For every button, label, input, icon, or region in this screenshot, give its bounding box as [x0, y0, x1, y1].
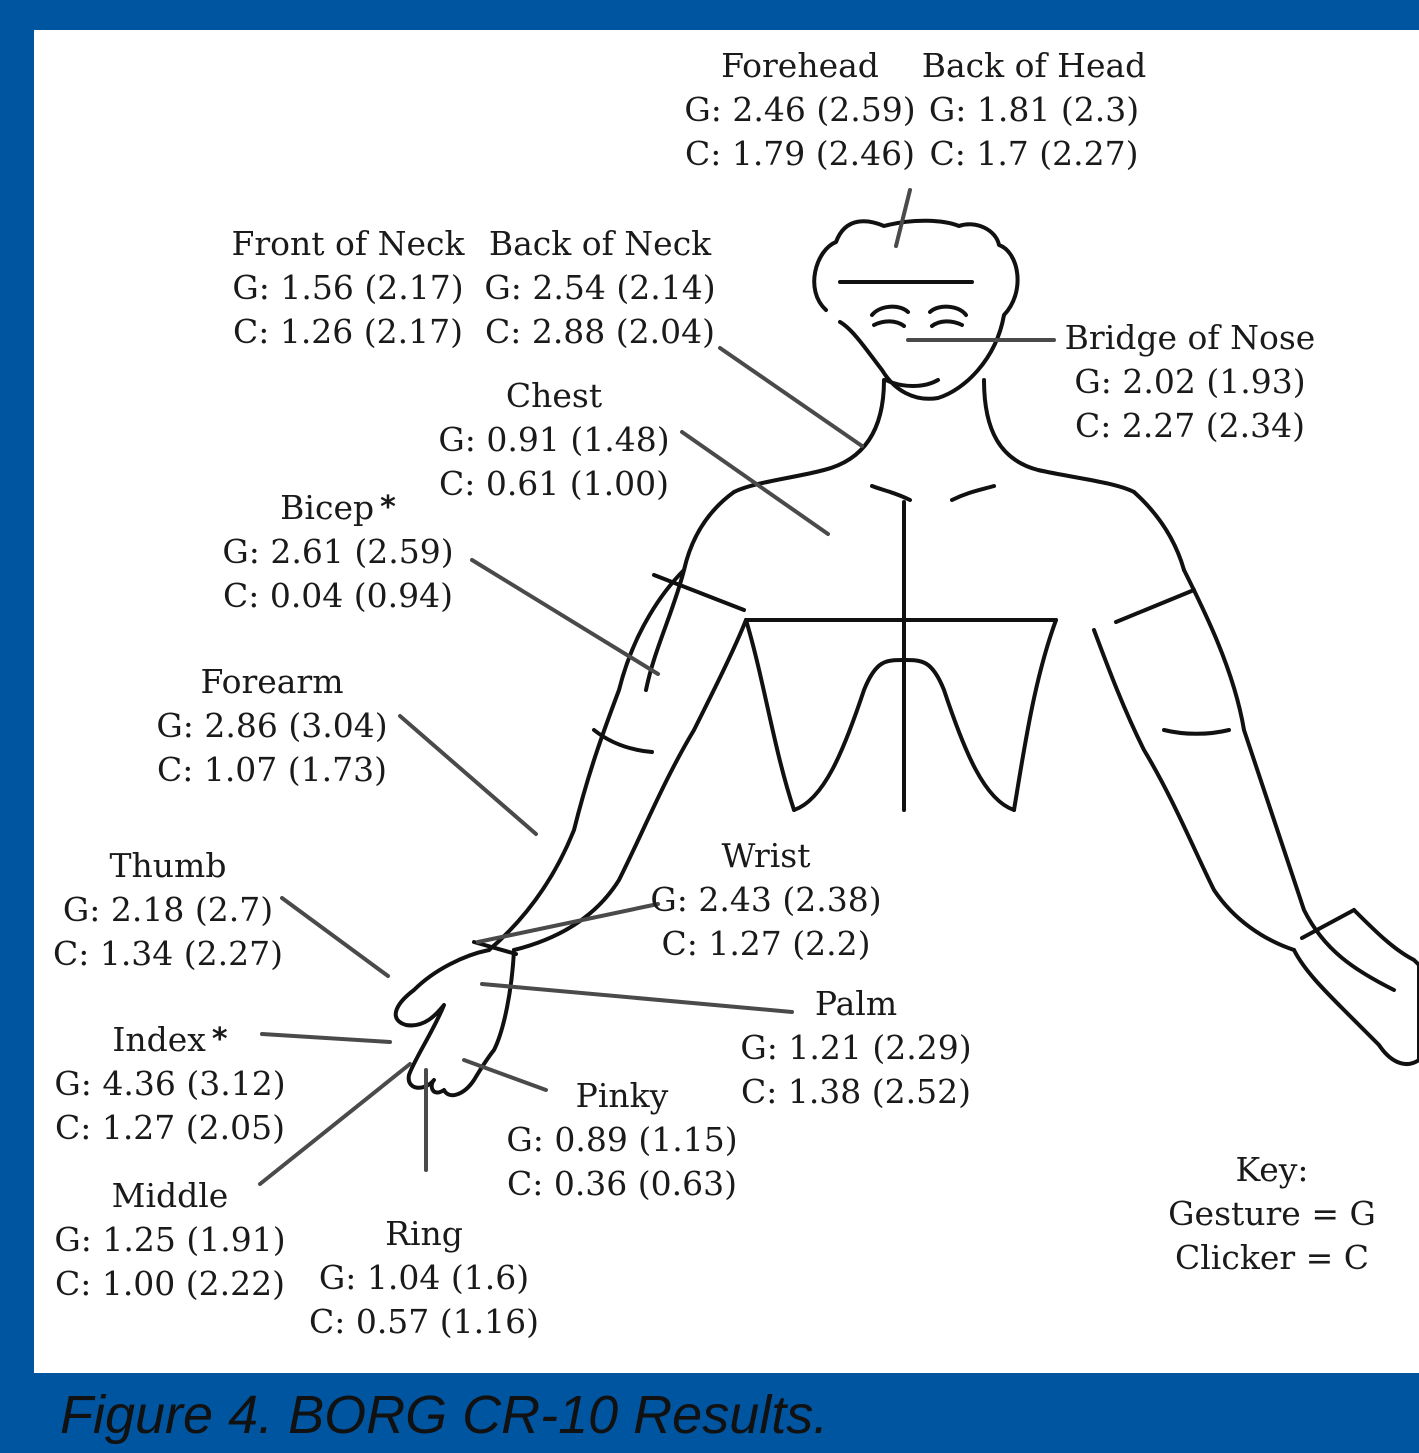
collarbone-right	[952, 486, 994, 500]
index-clicker-value: C: 1.27 (2.05)	[54, 1106, 285, 1150]
ring-name: Ring	[309, 1212, 539, 1256]
bridge-of-nose-clicker-value: C: 2.27 (2.34)	[1065, 404, 1316, 448]
back-of-neck-leader	[720, 348, 862, 446]
bicep-name: Bicep	[280, 488, 374, 527]
label-palm: Palm G: 1.21 (2.29) C: 1.38 (2.52)	[740, 982, 971, 1114]
label-ring: Ring G: 1.04 (1.6) C: 0.57 (1.16)	[309, 1212, 539, 1344]
thumb-clicker-value: C: 1.34 (2.27)	[53, 932, 283, 976]
chest-name: Chest	[438, 374, 669, 418]
bridge-of-nose-name: Bridge of Nose	[1065, 316, 1316, 360]
ring-gesture-value: G: 1.04 (1.6)	[309, 1256, 539, 1300]
thumb-gesture-value: G: 2.18 (2.7)	[53, 888, 283, 932]
label-wrist: Wrist G: 2.43 (2.38) C: 1.27 (2.2)	[650, 834, 881, 966]
right-upper-arm-line	[1116, 590, 1194, 622]
middle-clicker-value: C: 1.00 (2.22)	[54, 1262, 285, 1306]
index-name: Index	[112, 1020, 206, 1059]
left-brow	[872, 307, 908, 315]
label-forehead: Forehead G: 2.46 (2.59) C: 1.79 (2.46)	[684, 44, 915, 176]
wrist-gesture-value: G: 2.43 (2.38)	[650, 878, 881, 922]
label-thumb: Thumb G: 2.18 (2.7) C: 1.34 (2.27)	[53, 844, 283, 976]
label-front-of-neck: Front of Neck G: 1.56 (2.17) C: 1.26 (2.…	[232, 222, 465, 354]
middle-gesture-value: G: 1.25 (1.91)	[54, 1218, 285, 1262]
figure-caption: Figure 4. BORG CR-10 Results.	[60, 1384, 828, 1446]
back-of-neck-gesture-value: G: 2.54 (2.14)	[484, 266, 715, 310]
label-chest: Chest G: 0.91 (1.48) C: 0.61 (1.00)	[438, 374, 669, 506]
torso-right	[1134, 492, 1184, 570]
right-eye	[932, 321, 962, 326]
wrist-leader	[478, 904, 658, 942]
bridge-of-nose-gesture-value: G: 2.02 (1.93)	[1065, 360, 1316, 404]
bicep-leader	[472, 560, 658, 674]
chest-gesture-value: G: 0.91 (1.48)	[438, 418, 669, 462]
wrist-clicker-value: C: 1.27 (2.2)	[650, 922, 881, 966]
torso-right-side	[1014, 620, 1056, 810]
back-of-head-gesture-value: G: 1.81 (2.3)	[922, 88, 1147, 132]
label-bicep: Bicep* G: 2.61 (2.59) C: 0.04 (0.94)	[222, 486, 453, 618]
palm-name: Palm	[740, 982, 971, 1026]
thumb-leader	[282, 898, 388, 976]
key-clicker: Clicker = C	[1168, 1236, 1376, 1280]
forearm-name: Forearm	[156, 660, 387, 704]
forearm-gesture-value: G: 2.86 (3.04)	[156, 704, 387, 748]
label-forearm: Forearm G: 2.86 (3.04) C: 1.07 (1.73)	[156, 660, 387, 792]
forehead-name: Forehead	[684, 44, 915, 88]
left-upper-arm-line	[654, 575, 744, 610]
chest-leader	[682, 432, 828, 534]
palm-clicker-value: C: 1.38 (2.52)	[740, 1070, 971, 1114]
right-brow	[930, 307, 966, 315]
bicep-significance-marker: *	[380, 490, 396, 525]
key-title: Key:	[1168, 1148, 1376, 1192]
label-back-of-head: Back of Head G: 1.81 (2.3) C: 1.7 (2.27)	[922, 44, 1147, 176]
middle-name: Middle	[54, 1174, 285, 1218]
front-of-neck-name: Front of Neck	[232, 222, 465, 266]
torso-left-side	[746, 620, 794, 810]
index-gesture-value: G: 4.36 (3.12)	[54, 1062, 285, 1106]
forehead-gesture-value: G: 2.46 (2.59)	[684, 88, 915, 132]
chest-clicker-value: C: 0.61 (1.00)	[438, 462, 669, 506]
key-gesture: Gesture = G	[1168, 1192, 1376, 1236]
mouth	[886, 380, 938, 386]
index-significance-marker: *	[212, 1022, 228, 1057]
right-elbow-line	[1164, 730, 1229, 734]
back-of-neck-name: Back of Neck	[484, 222, 715, 266]
pinky-gesture-value: G: 0.89 (1.15)	[506, 1118, 737, 1162]
thumb-name: Thumb	[53, 844, 283, 888]
collarbone-left	[872, 486, 910, 500]
label-pinky: Pinky G: 0.89 (1.15) C: 0.36 (0.63)	[506, 1074, 737, 1206]
legend-key: Key: Gesture = G Clicker = C	[1168, 1148, 1376, 1280]
label-middle: Middle G: 1.25 (1.91) C: 1.00 (2.22)	[54, 1174, 285, 1306]
bicep-gesture-value: G: 2.61 (2.59)	[222, 530, 453, 574]
front-of-neck-gesture-value: G: 1.56 (2.17)	[232, 266, 465, 310]
pinky-name: Pinky	[506, 1074, 737, 1118]
wrist-name: Wrist	[650, 834, 881, 878]
right-arm-outer	[1184, 570, 1394, 990]
forehead-leader	[896, 190, 910, 246]
palm-gesture-value: G: 1.21 (2.29)	[740, 1026, 971, 1070]
pinky-clicker-value: C: 0.36 (0.63)	[506, 1162, 737, 1206]
forearm-clicker-value: C: 1.07 (1.73)	[156, 748, 387, 792]
back-of-head-clicker-value: C: 1.7 (2.27)	[922, 132, 1147, 176]
figure-panel: Forehead G: 2.46 (2.59) C: 1.79 (2.46) B…	[34, 30, 1419, 1373]
forehead-clicker-value: C: 1.79 (2.46)	[684, 132, 915, 176]
ring-clicker-value: C: 0.57 (1.16)	[309, 1300, 539, 1344]
head-outline	[814, 221, 1017, 399]
back-of-head-name: Back of Head	[922, 44, 1147, 88]
neck-left	[734, 380, 884, 492]
bicep-clicker-value: C: 0.04 (0.94)	[222, 574, 453, 618]
forearm-leader	[400, 716, 536, 834]
label-back-of-neck: Back of Neck G: 2.54 (2.14) C: 2.88 (2.0…	[484, 222, 715, 354]
back-of-neck-clicker-value: C: 2.88 (2.04)	[484, 310, 715, 354]
label-index: Index* G: 4.36 (3.12) C: 1.27 (2.05)	[54, 1018, 285, 1150]
front-of-neck-clicker-value: C: 1.26 (2.17)	[232, 310, 465, 354]
label-bridge-of-nose: Bridge of Nose G: 2.02 (1.93) C: 2.27 (2…	[1065, 316, 1316, 448]
left-eye	[874, 321, 904, 326]
